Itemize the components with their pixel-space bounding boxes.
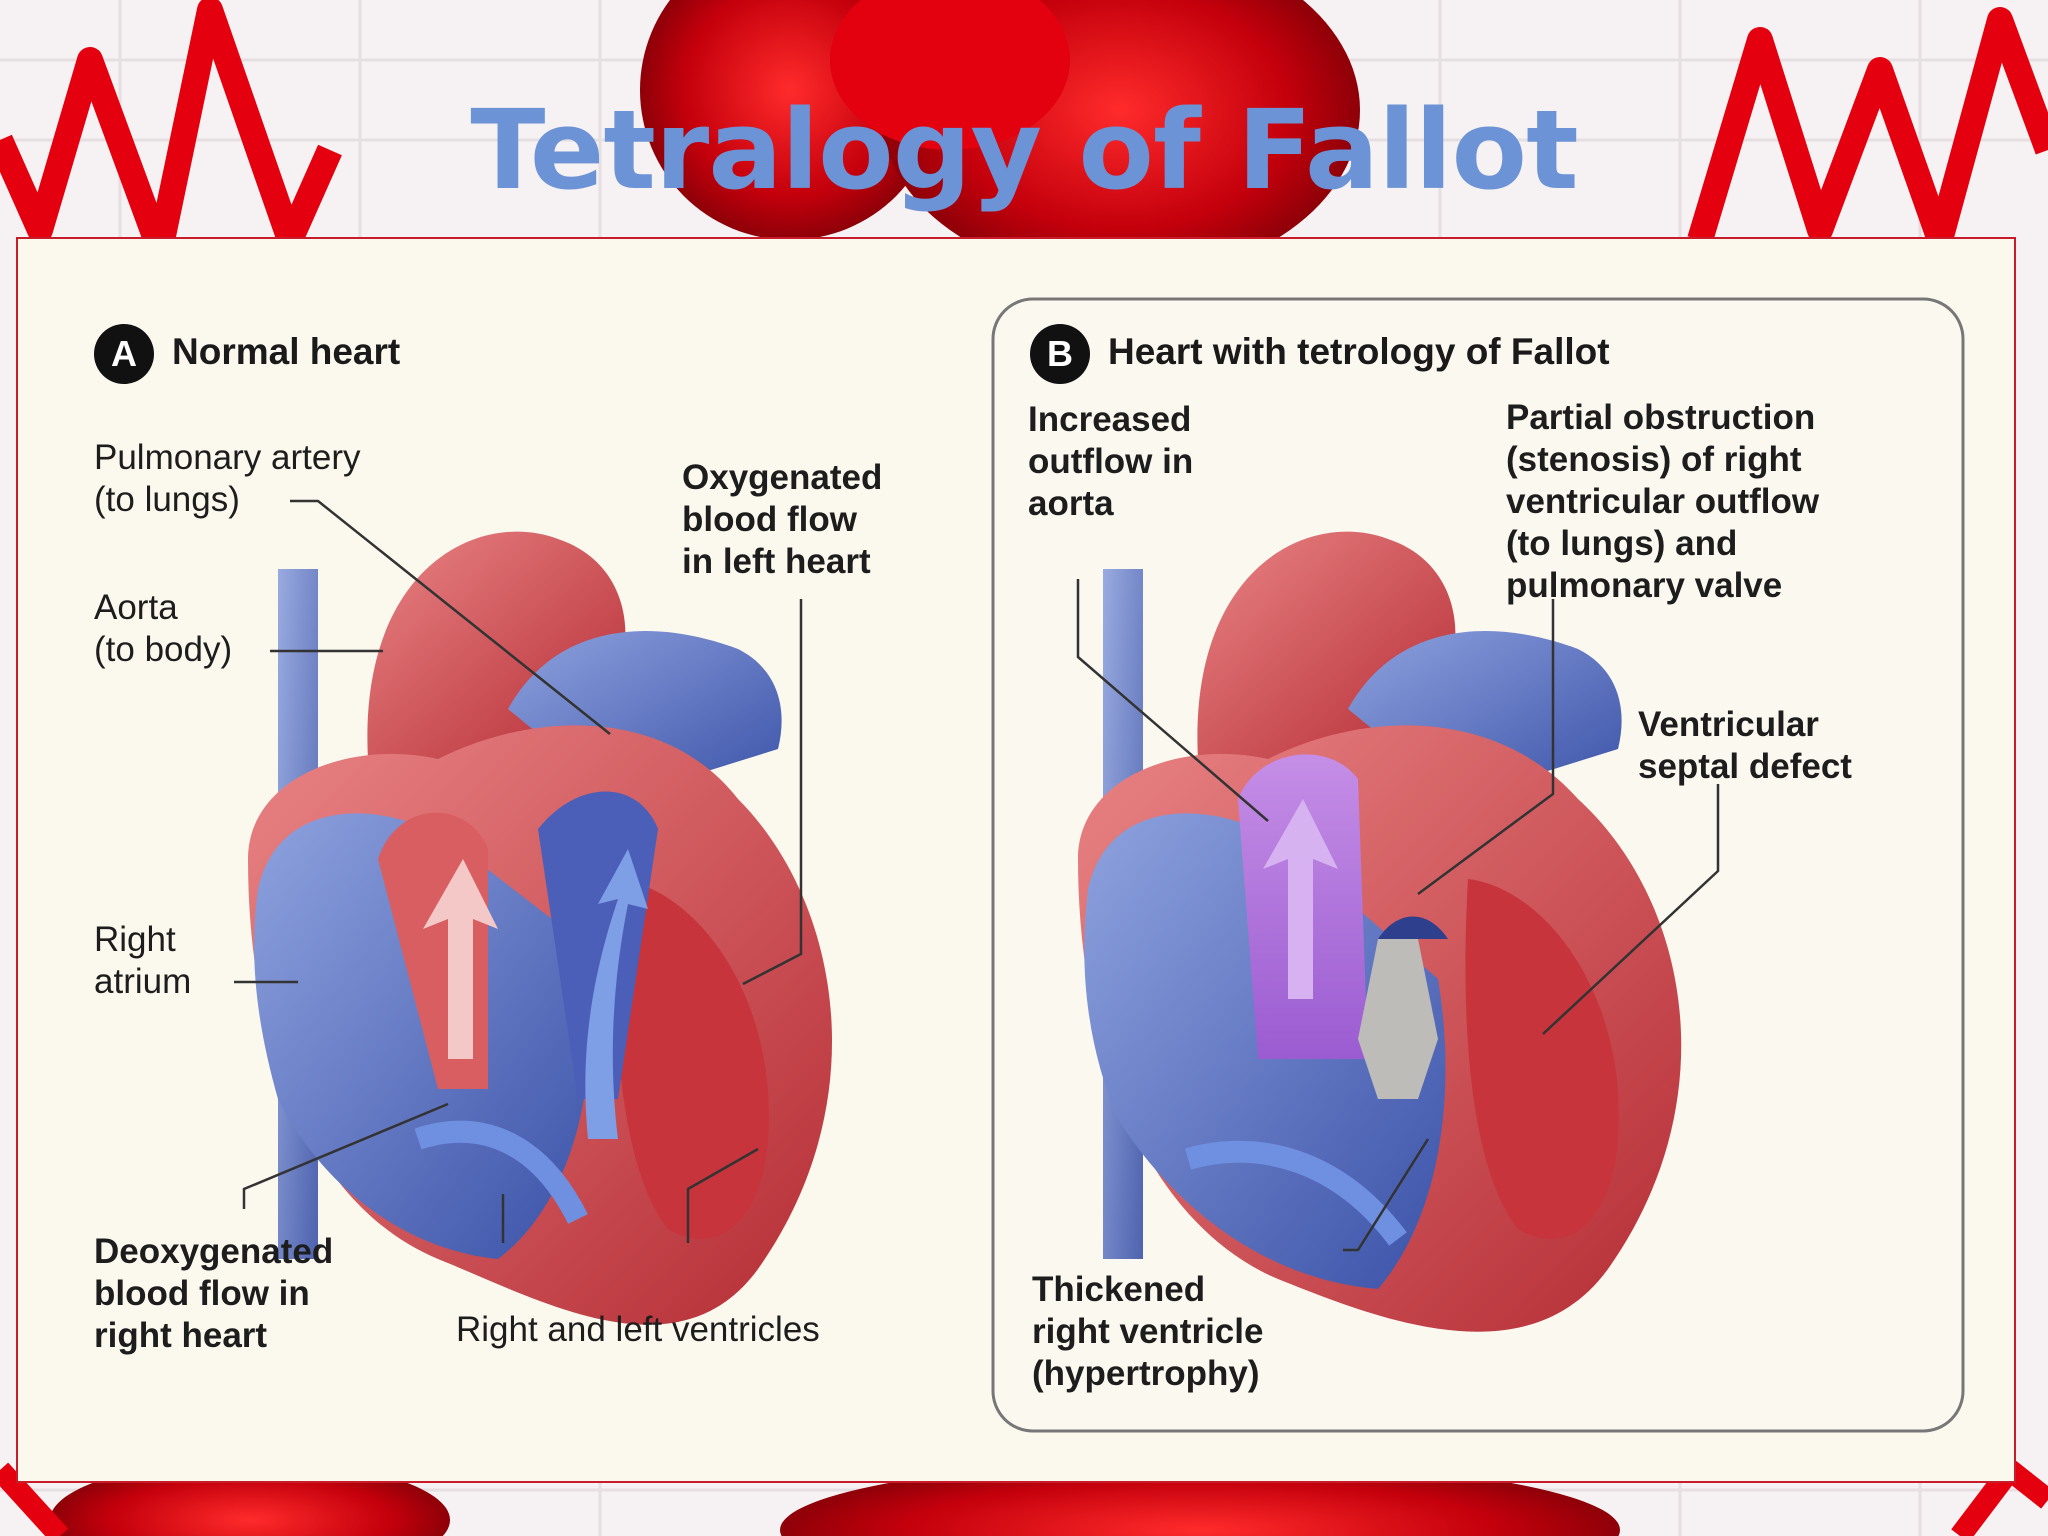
label-partial-obstruction: Partial obstruction (stenosis) of right …	[1506, 398, 1820, 605]
panel-b-badge: B	[1030, 324, 1090, 384]
panel-b-heading-text: Heart with tetrology of Fallot	[1108, 330, 1610, 372]
heart-illustrations	[234, 297, 1965, 1433]
label-right-atrium: Right atrium	[94, 920, 192, 1001]
label-pulmonary-artery: Pulmonary artery (to lungs)	[94, 438, 361, 519]
panel-a-heading-text: Normal heart	[172, 330, 401, 372]
label-thickened-right-ventricle: Thickened right ventricle (hypertrophy)	[1032, 1270, 1264, 1393]
slide-title: Tetralogy of Fallot	[470, 86, 1578, 214]
label-ventricular-septal-defect: Ventricular septal defect	[1638, 705, 1852, 786]
leader-lines	[234, 499, 1720, 1252]
panel-a-heading: A Normal heart	[94, 324, 400, 384]
label-deoxygenated-flow: Deoxygenated blood flow in right heart	[94, 1232, 334, 1355]
panel-a-badge: A	[94, 324, 154, 384]
label-increased-outflow: Increased outflow in aorta	[1028, 400, 1194, 523]
diagram-panel: A Normal heart Pulmonary artery (to lungs…	[16, 237, 2016, 1483]
label-oxygenated-flow: Oxygenated blood flow in left heart	[682, 458, 883, 581]
panel-b-heading: B Heart with tetrology of Fallot	[1030, 324, 1610, 384]
label-ventricles: Right and left ventricles	[456, 1310, 820, 1349]
normal-heart-drawing	[248, 531, 833, 1325]
label-aorta: Aorta (to body)	[94, 588, 233, 669]
